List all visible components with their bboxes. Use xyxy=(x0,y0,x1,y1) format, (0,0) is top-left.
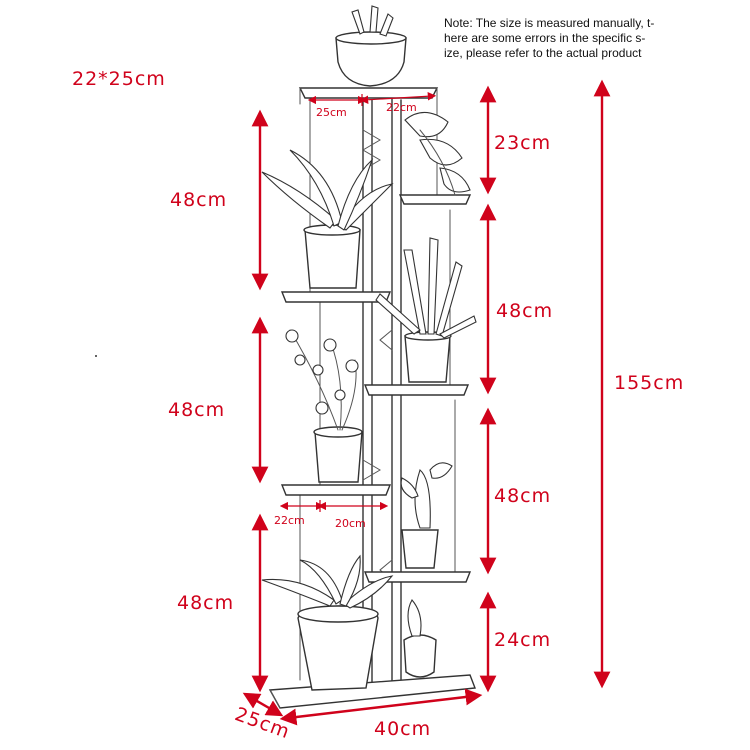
stray-dot xyxy=(95,355,97,357)
mid-left-width-label: 22cm xyxy=(274,514,305,527)
shelf-right-1 xyxy=(398,194,472,205)
pot-size-label: 22*25cm xyxy=(72,68,166,90)
left-plant-1 xyxy=(261,149,394,289)
shelf-right-3 xyxy=(363,571,472,583)
left-tier-1-label: 48cm xyxy=(170,189,227,211)
right-plant-2 xyxy=(375,237,477,383)
total-height-label: 155cm xyxy=(614,372,684,394)
base-width-label: 40cm xyxy=(374,718,431,740)
top-dimension-lines xyxy=(307,92,437,106)
shelf-left-1 xyxy=(280,291,392,303)
base-depth-label: 25cm xyxy=(232,703,293,743)
top-plant xyxy=(335,5,407,87)
right-tier-3-label: 48cm xyxy=(494,485,551,507)
top-depth-label: 25cm xyxy=(316,106,347,119)
shelf-right-2 xyxy=(363,384,470,396)
mid-right-width-label: 20cm xyxy=(335,517,366,530)
base-plant-right xyxy=(403,599,437,678)
note-line-1: Note: The size is measured manually, t- xyxy=(444,16,655,30)
base-depth-arrow xyxy=(242,692,284,717)
right-plant-3 xyxy=(400,462,453,569)
mid-shelf-dimension-lines xyxy=(279,500,389,512)
shelf-left-2 xyxy=(280,484,392,496)
right-tier-1-label: 23cm xyxy=(494,132,551,154)
note-line-3: ize, please refer to the actual product xyxy=(444,46,642,60)
right-tier-4-label: 24cm xyxy=(494,629,551,651)
base-plant-left xyxy=(261,554,394,691)
left-tier-2-label: 48cm xyxy=(168,399,225,421)
top-width-label: 22cm xyxy=(386,101,417,114)
disclaimer-note: Note: The size is measured manually, t- … xyxy=(444,16,674,61)
right-plant-1 xyxy=(404,111,471,196)
base-width-arrow xyxy=(279,688,483,726)
left-tier-3-label: 48cm xyxy=(177,592,234,614)
note-line-2: here are some errors in the specific s- xyxy=(444,31,646,45)
plant-stand-illustration xyxy=(261,5,477,709)
left-plant-2 xyxy=(285,329,363,483)
right-tier-2-label: 48cm xyxy=(496,300,553,322)
